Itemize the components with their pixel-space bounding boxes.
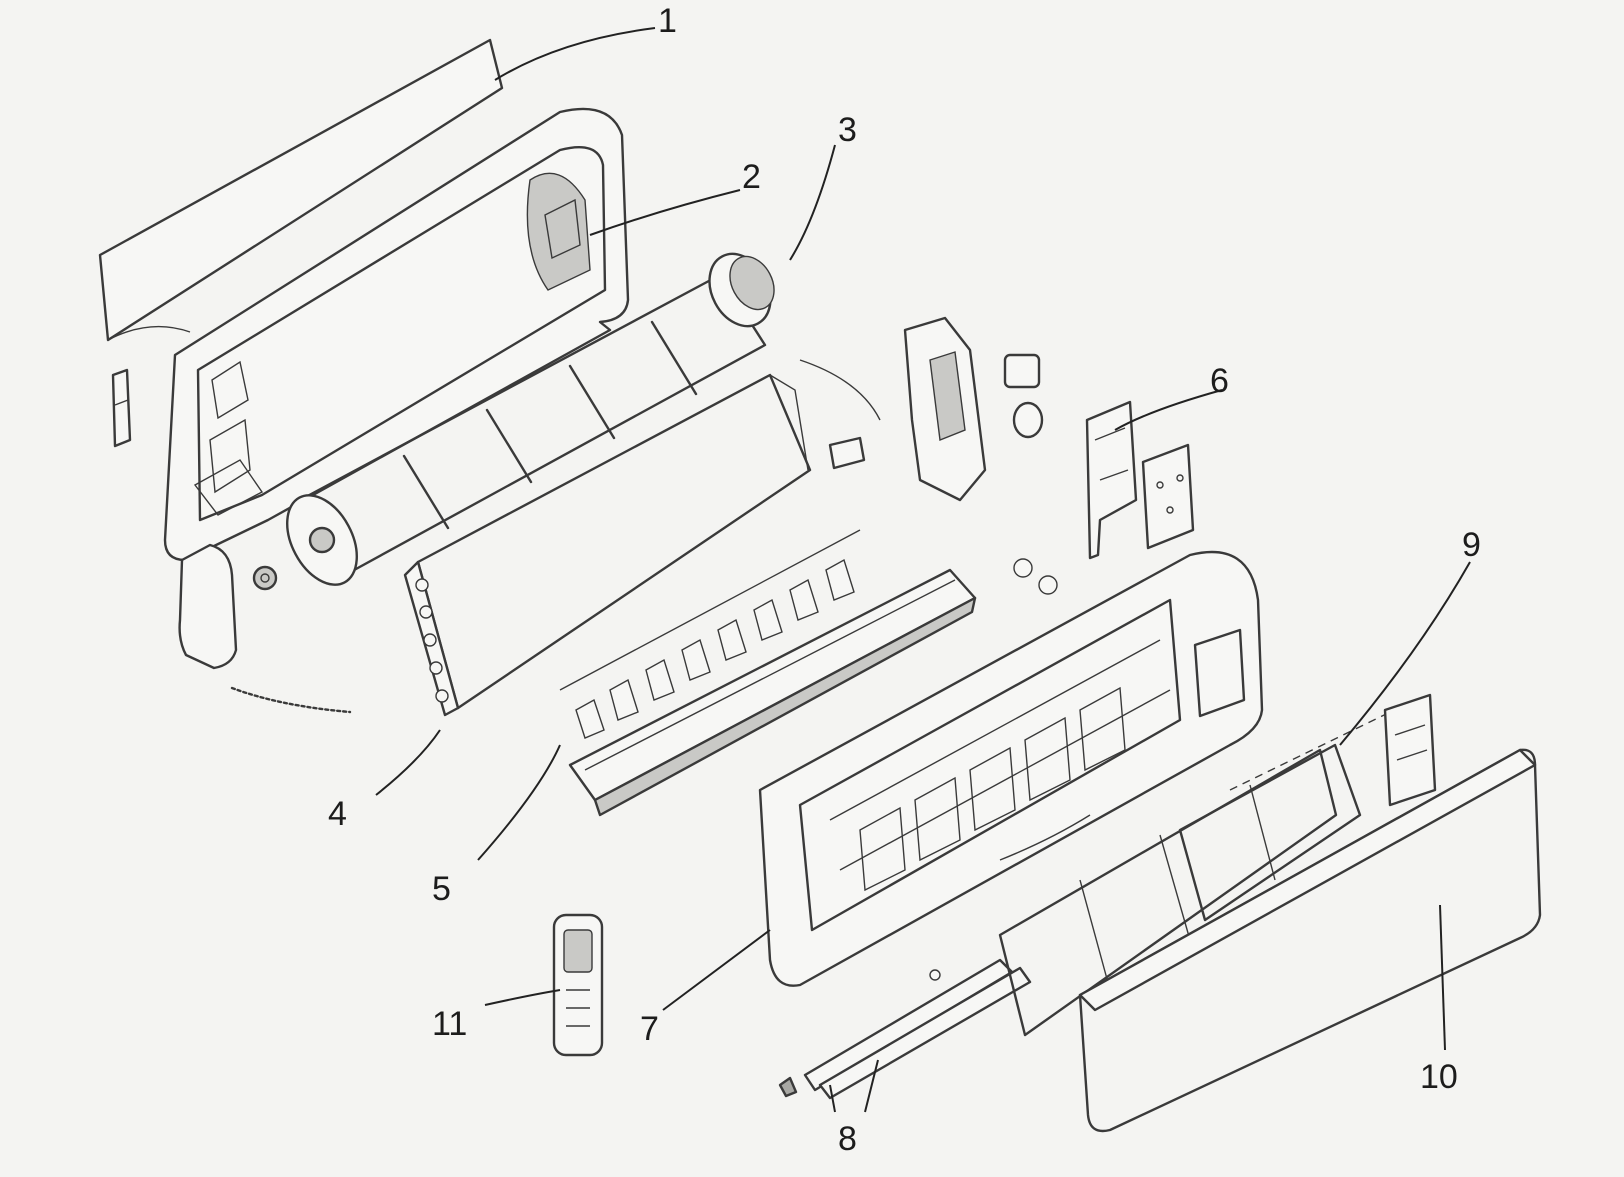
callout-10: 10 [1420,1058,1458,1096]
control-board [1085,400,1195,560]
callout-4: 4 [328,795,347,833]
chassis-frame [111,107,630,714]
mounting-plate [98,38,504,342]
callout-1: 1 [658,2,677,40]
cross-flow-fan [286,252,775,586]
evaporator-coil [403,373,812,717]
filter-rails [778,958,1032,1100]
callout-2: 2 [742,158,761,196]
remote-control [552,913,604,1057]
callout-8: 8 [838,1120,857,1158]
swing-motor-bracket [799,316,1058,595]
callout-7: 7 [640,1010,659,1048]
callout-9: 9 [1462,526,1481,564]
front-panel-body [758,550,1264,987]
leader-lines [375,27,1471,1113]
callout-5: 5 [432,870,451,908]
front-grille [1078,748,1542,1133]
louver-drain-assembly [559,529,977,817]
callout-3: 3 [838,111,857,149]
callout-6: 6 [1210,362,1229,400]
air-filters [998,693,1437,1037]
callout-11: 11 [432,1005,467,1043]
